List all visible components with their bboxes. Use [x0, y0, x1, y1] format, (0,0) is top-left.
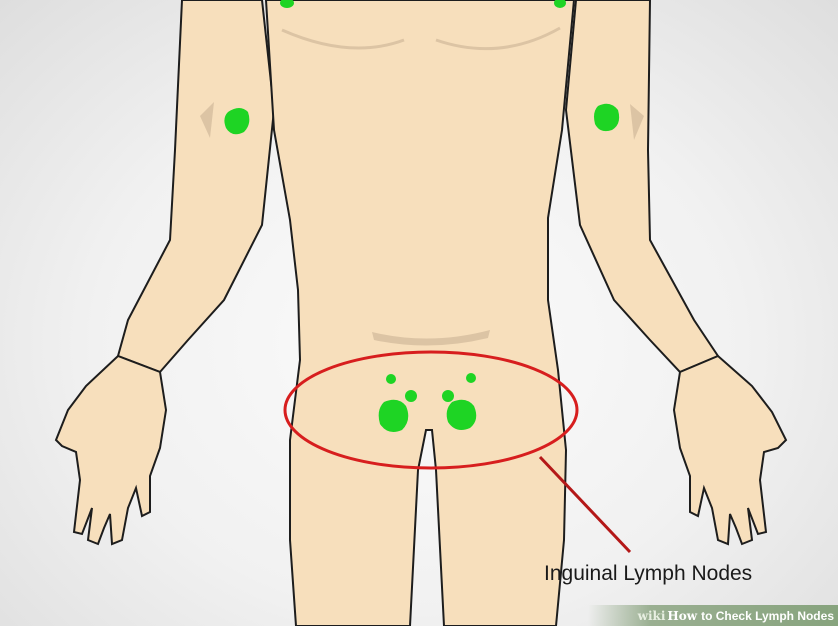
inguinal-node [386, 374, 396, 384]
inguinal-node [442, 390, 454, 402]
inguinal-node-large-left [379, 400, 409, 432]
callout-label: Inguinal Lymph Nodes [544, 562, 752, 586]
right-hand [674, 356, 786, 544]
right-arm [566, 0, 718, 372]
left-arm [118, 0, 274, 372]
watermark-brand-suffix: How [667, 609, 697, 623]
epitrochlear-node-right [594, 104, 619, 131]
watermark-title: to Check Lymph Nodes [701, 609, 834, 623]
inguinal-node-large-right [447, 400, 477, 430]
inguinal-node [466, 373, 476, 383]
torso-and-legs [266, 0, 574, 626]
watermark-brand-prefix: wiki [638, 609, 666, 623]
left-hand [56, 356, 166, 544]
inguinal-node [405, 390, 417, 402]
